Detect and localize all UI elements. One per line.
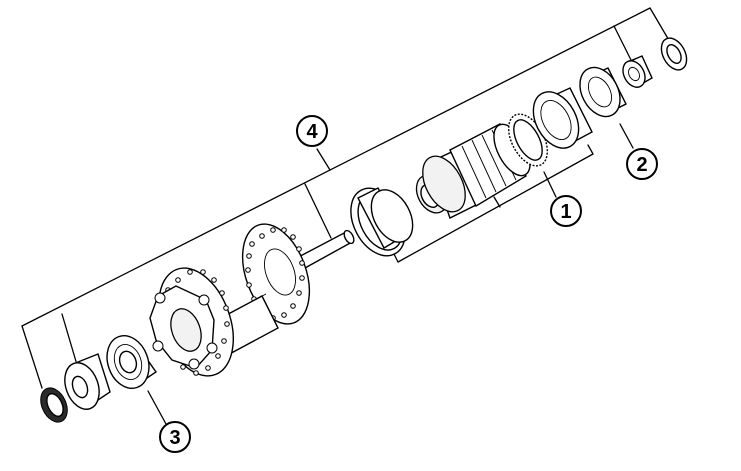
left-end-cap	[64, 353, 111, 410]
callout-2: 2	[626, 148, 658, 180]
callout-1-label: 1	[560, 201, 571, 223]
drive-ring	[532, 87, 593, 149]
right-spacer	[622, 55, 653, 88]
callout-4: 4	[296, 115, 328, 147]
callout-3-label: 3	[169, 427, 180, 449]
callout-1: 1	[550, 195, 582, 227]
callout-3-leader	[147, 390, 167, 425]
hub-flange-left	[149, 267, 234, 377]
right-bearing	[579, 66, 627, 118]
callout-1-bracket	[392, 144, 594, 263]
callout-4-bracket	[21, 7, 671, 389]
callout-4-label: 4	[306, 121, 318, 143]
left-spacer-ring	[40, 387, 68, 423]
callout-3: 3	[159, 421, 191, 453]
freehub-seal-ring	[350, 187, 414, 257]
callout-2-label: 2	[636, 154, 647, 176]
left-bearing	[106, 335, 157, 389]
right-end-cap	[660, 37, 688, 71]
freehub-body	[415, 123, 531, 219]
callout-2-leader	[619, 123, 634, 149]
